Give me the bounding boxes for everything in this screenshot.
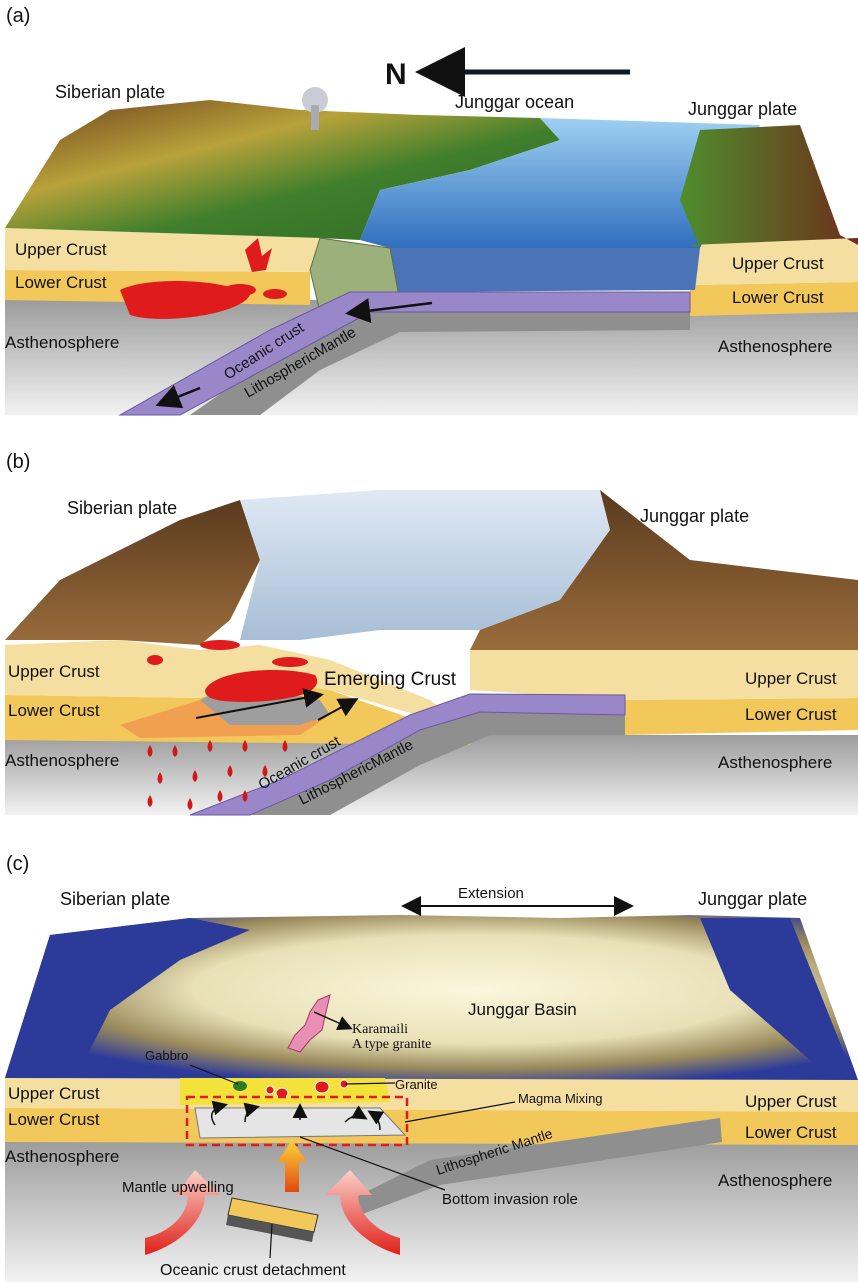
- mixing-arrows: [210, 1100, 385, 1131]
- bottom-invasion-label: Bottom invasion role: [442, 1191, 578, 1208]
- magma-lens-2: [263, 289, 287, 299]
- detachment-label: Oceanic crust detachment: [160, 1262, 346, 1279]
- asthenosphere-label-right: Asthenosphere: [718, 753, 832, 772]
- gabbro-leader: [189, 1064, 239, 1085]
- detached-mantle-block: [226, 1215, 314, 1242]
- emerging-arrow-2: [317, 698, 359, 721]
- junggar-ocean-label: Junggar ocean: [455, 92, 574, 112]
- siberian-terrain: [5, 100, 560, 240]
- asthenosphere-label-left: Asthenosphere: [5, 333, 119, 352]
- magma-lens: [224, 284, 256, 296]
- junggar-terrain: [470, 490, 858, 650]
- ice-sheet: [240, 490, 610, 640]
- panel-a: (a) N Siberian plate Junggar ocean Jungg…: [5, 5, 858, 416]
- bottom-invasion-arrow: [277, 1140, 307, 1192]
- subduction-arrow-bottom: [155, 384, 201, 409]
- emerging-arrow-1: [195, 688, 324, 719]
- asthenosphere-label-left: Asthenosphere: [5, 751, 119, 770]
- siberian-relief: [5, 918, 250, 1078]
- panel-c-tag: (c): [6, 853, 29, 875]
- magma-mixing-zone: [185, 1095, 409, 1147]
- extension-label: Extension: [458, 885, 524, 902]
- junggar-plate-label: Junggar plate: [640, 506, 749, 526]
- lower-crust-layer-right: [690, 282, 858, 316]
- magma-blob-2: [272, 657, 308, 667]
- junggar-relief: [700, 918, 855, 1080]
- siberian-plate-label: Siberian plate: [60, 889, 170, 909]
- asthenosphere-label-right: Asthenosphere: [718, 1171, 832, 1190]
- upper-crust-label-left: Upper Crust: [8, 1084, 100, 1103]
- oceanic-crust-slab: [189, 693, 626, 816]
- junggar-plate-label: Junggar plate: [698, 889, 807, 909]
- lithospheric-mantle-ramp: [350, 1118, 722, 1215]
- junggar-basin-surface: [5, 915, 858, 1080]
- upper-crust-label-left: Upper Crust: [8, 662, 100, 681]
- lower-crust-label-left: Lower Crust: [8, 701, 100, 720]
- detachment-leader: [269, 1223, 273, 1259]
- karamaili-leader: [313, 1011, 353, 1030]
- panel-a-tag: (a): [6, 5, 30, 27]
- lower-crust-layer-right: [625, 698, 858, 735]
- lower-crust-label-left: Lower Crust: [15, 273, 107, 292]
- magma-mixing-label: Magma Mixing: [518, 1091, 603, 1106]
- mantle-upwelling-arrow-right: [325, 1170, 400, 1255]
- upper-crust-layer-right: [690, 238, 858, 285]
- lithospheric-mantle-slab: [250, 712, 625, 815]
- panel-b: (b) Siberian plate Junggar plate Upper C…: [5, 451, 858, 816]
- gabbro-label: Gabbro: [145, 1048, 188, 1063]
- upper-crust-layer: [5, 228, 320, 272]
- mantle-upwelling-label: Mantle upwelling: [122, 1179, 234, 1196]
- upper-crust-label-right: Upper Crust: [732, 254, 824, 273]
- lower-crust-label-left: Lower Crust: [8, 1110, 100, 1129]
- lower-crust-label-right: Lower Crust: [732, 288, 824, 307]
- mantle-upwelling-arrow-left: [145, 1170, 220, 1255]
- upper-crust-label-left: Upper Crust: [15, 240, 107, 259]
- siberian-plate-label: Siberian plate: [67, 498, 177, 518]
- lower-crust-label-right: Lower Crust: [745, 705, 837, 724]
- panel-c: (c) Siberian plate Junggar plate Extensi…: [5, 853, 858, 1282]
- panel-b-tag: (b): [6, 451, 30, 473]
- magma-chamber: [120, 280, 250, 319]
- granite-leader: [344, 1082, 396, 1085]
- asthenosphere-label-right: Asthenosphere: [718, 337, 832, 356]
- karamaili-label: Karamaili: [352, 1022, 408, 1037]
- asthenosphere-label-left: Asthenosphere: [5, 1147, 119, 1166]
- granite-domes: [265, 1079, 349, 1099]
- magma-droplets: [147, 740, 288, 810]
- volcano-stem: [311, 105, 319, 130]
- emerging-crust-label: Emerging Crust: [324, 669, 457, 690]
- junggar-terrain: [680, 125, 858, 248]
- junggar-plate-label: Junggar plate: [688, 99, 797, 119]
- bottom-invasion-leader: [299, 1136, 446, 1191]
- magma-mixing-leader: [404, 1101, 516, 1123]
- magma-dike: [245, 238, 272, 272]
- upper-crust-label-right: Upper Crust: [745, 669, 837, 688]
- ocean-water-section: [390, 248, 700, 292]
- junggar-basin-label: Junggar Basin: [468, 1000, 577, 1019]
- north-label: N: [385, 58, 407, 91]
- junggar-ocean-surface: [360, 118, 760, 248]
- granite-label: Granite: [395, 1077, 438, 1092]
- siberian-terrain: [5, 500, 260, 645]
- magma-blob-3: [147, 655, 163, 665]
- upper-crust-layer-right: [470, 650, 858, 700]
- upper-crust-layer: [5, 640, 470, 730]
- magma-chamber: [205, 670, 318, 702]
- karamaili-pluton: [287, 994, 331, 1053]
- a-type-granite-label: A type granite: [352, 1037, 431, 1052]
- siberian-plate-label: Siberian plate: [55, 82, 165, 102]
- magma-blob-1: [200, 640, 240, 650]
- lower-crust-label-right: Lower Crust: [745, 1123, 837, 1142]
- upper-crust-label-right: Upper Crust: [745, 1092, 837, 1111]
- volcano-plume: [302, 87, 328, 113]
- subduction-arrow-top: [345, 298, 433, 323]
